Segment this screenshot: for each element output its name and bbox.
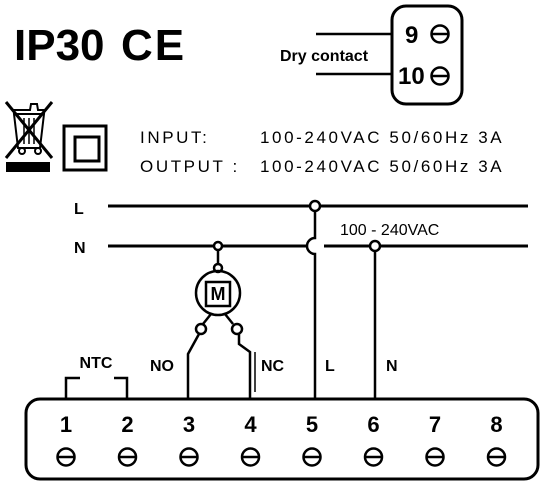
dry-contact-terminal-10: 10 bbox=[398, 63, 425, 90]
double-insulation-icon bbox=[62, 124, 108, 172]
junction-dot bbox=[194, 322, 208, 336]
n-wire-label: N bbox=[386, 358, 398, 375]
terminal-number: 1 bbox=[60, 412, 72, 437]
ce-mark: CE bbox=[121, 21, 186, 70]
motor-lead-no bbox=[202, 313, 212, 325]
spec-input: INPUT: 100-240VAC 50/60Hz 3A bbox=[140, 128, 504, 147]
terminal-row: 1 2 3 4 5 6 7 8 bbox=[56, 412, 507, 467]
junction-dot bbox=[212, 240, 224, 252]
screw-icon bbox=[430, 24, 450, 44]
l-wire-label: L bbox=[325, 358, 335, 375]
supply-voltage-label: 100 - 240VAC bbox=[340, 222, 439, 239]
dry-contact: Dry contact 9 10 bbox=[280, 4, 464, 106]
ntc-label-gap bbox=[80, 370, 114, 384]
live-line-label: L bbox=[74, 201, 84, 218]
dry-contact-box bbox=[390, 4, 464, 106]
nc-contact-wire bbox=[237, 334, 252, 399]
screw-icon bbox=[56, 447, 76, 467]
screw-icon bbox=[302, 447, 322, 467]
motor-lead-nc bbox=[224, 313, 234, 325]
terminal-number: 5 bbox=[306, 412, 318, 437]
spec-output-value: 100-240VAC 50/60Hz 3A bbox=[260, 157, 504, 176]
terminal-number: 4 bbox=[244, 412, 257, 437]
junction-dot bbox=[308, 199, 322, 213]
motor-label: M bbox=[211, 284, 226, 304]
screw-icon bbox=[430, 66, 450, 86]
screw-icon bbox=[486, 447, 507, 467]
spec-output: OUTPUT : 100-240VAC 50/60Hz 3A bbox=[140, 157, 504, 176]
terminal-number: 7 bbox=[429, 412, 441, 437]
nc-label: NC bbox=[261, 358, 285, 375]
ntc-label: NTC bbox=[80, 355, 113, 372]
live-drop-wire bbox=[305, 211, 317, 399]
screw-icon bbox=[179, 447, 199, 467]
terminal-number: 3 bbox=[183, 412, 195, 437]
dry-contact-terminal-9: 9 bbox=[405, 22, 418, 49]
neutral-line-label: N bbox=[74, 240, 86, 257]
terminal-block bbox=[24, 397, 540, 481]
spec-output-label: OUTPUT : bbox=[140, 157, 240, 176]
terminal-number: 6 bbox=[367, 412, 379, 437]
terminal-number: 2 bbox=[121, 412, 133, 437]
spec-input-label: INPUT: bbox=[140, 128, 209, 147]
screw-icon bbox=[117, 447, 138, 467]
no-label: NO bbox=[150, 358, 174, 375]
junction-dot bbox=[230, 322, 244, 336]
screw-icon bbox=[425, 447, 445, 467]
screw-icon bbox=[240, 447, 261, 467]
junction-dot bbox=[368, 239, 382, 253]
crossed-out-wheelie-bin-icon bbox=[4, 101, 54, 172]
no-contact-wire bbox=[186, 333, 201, 399]
spec-input-value: 100-240VAC 50/60Hz 3A bbox=[260, 128, 504, 147]
screw-icon bbox=[363, 447, 384, 467]
motor-icon: M bbox=[194, 269, 242, 317]
terminal-number: 8 bbox=[490, 412, 502, 437]
ip-rating: IP30 bbox=[14, 21, 105, 70]
dry-contact-label: Dry contact bbox=[280, 48, 369, 65]
